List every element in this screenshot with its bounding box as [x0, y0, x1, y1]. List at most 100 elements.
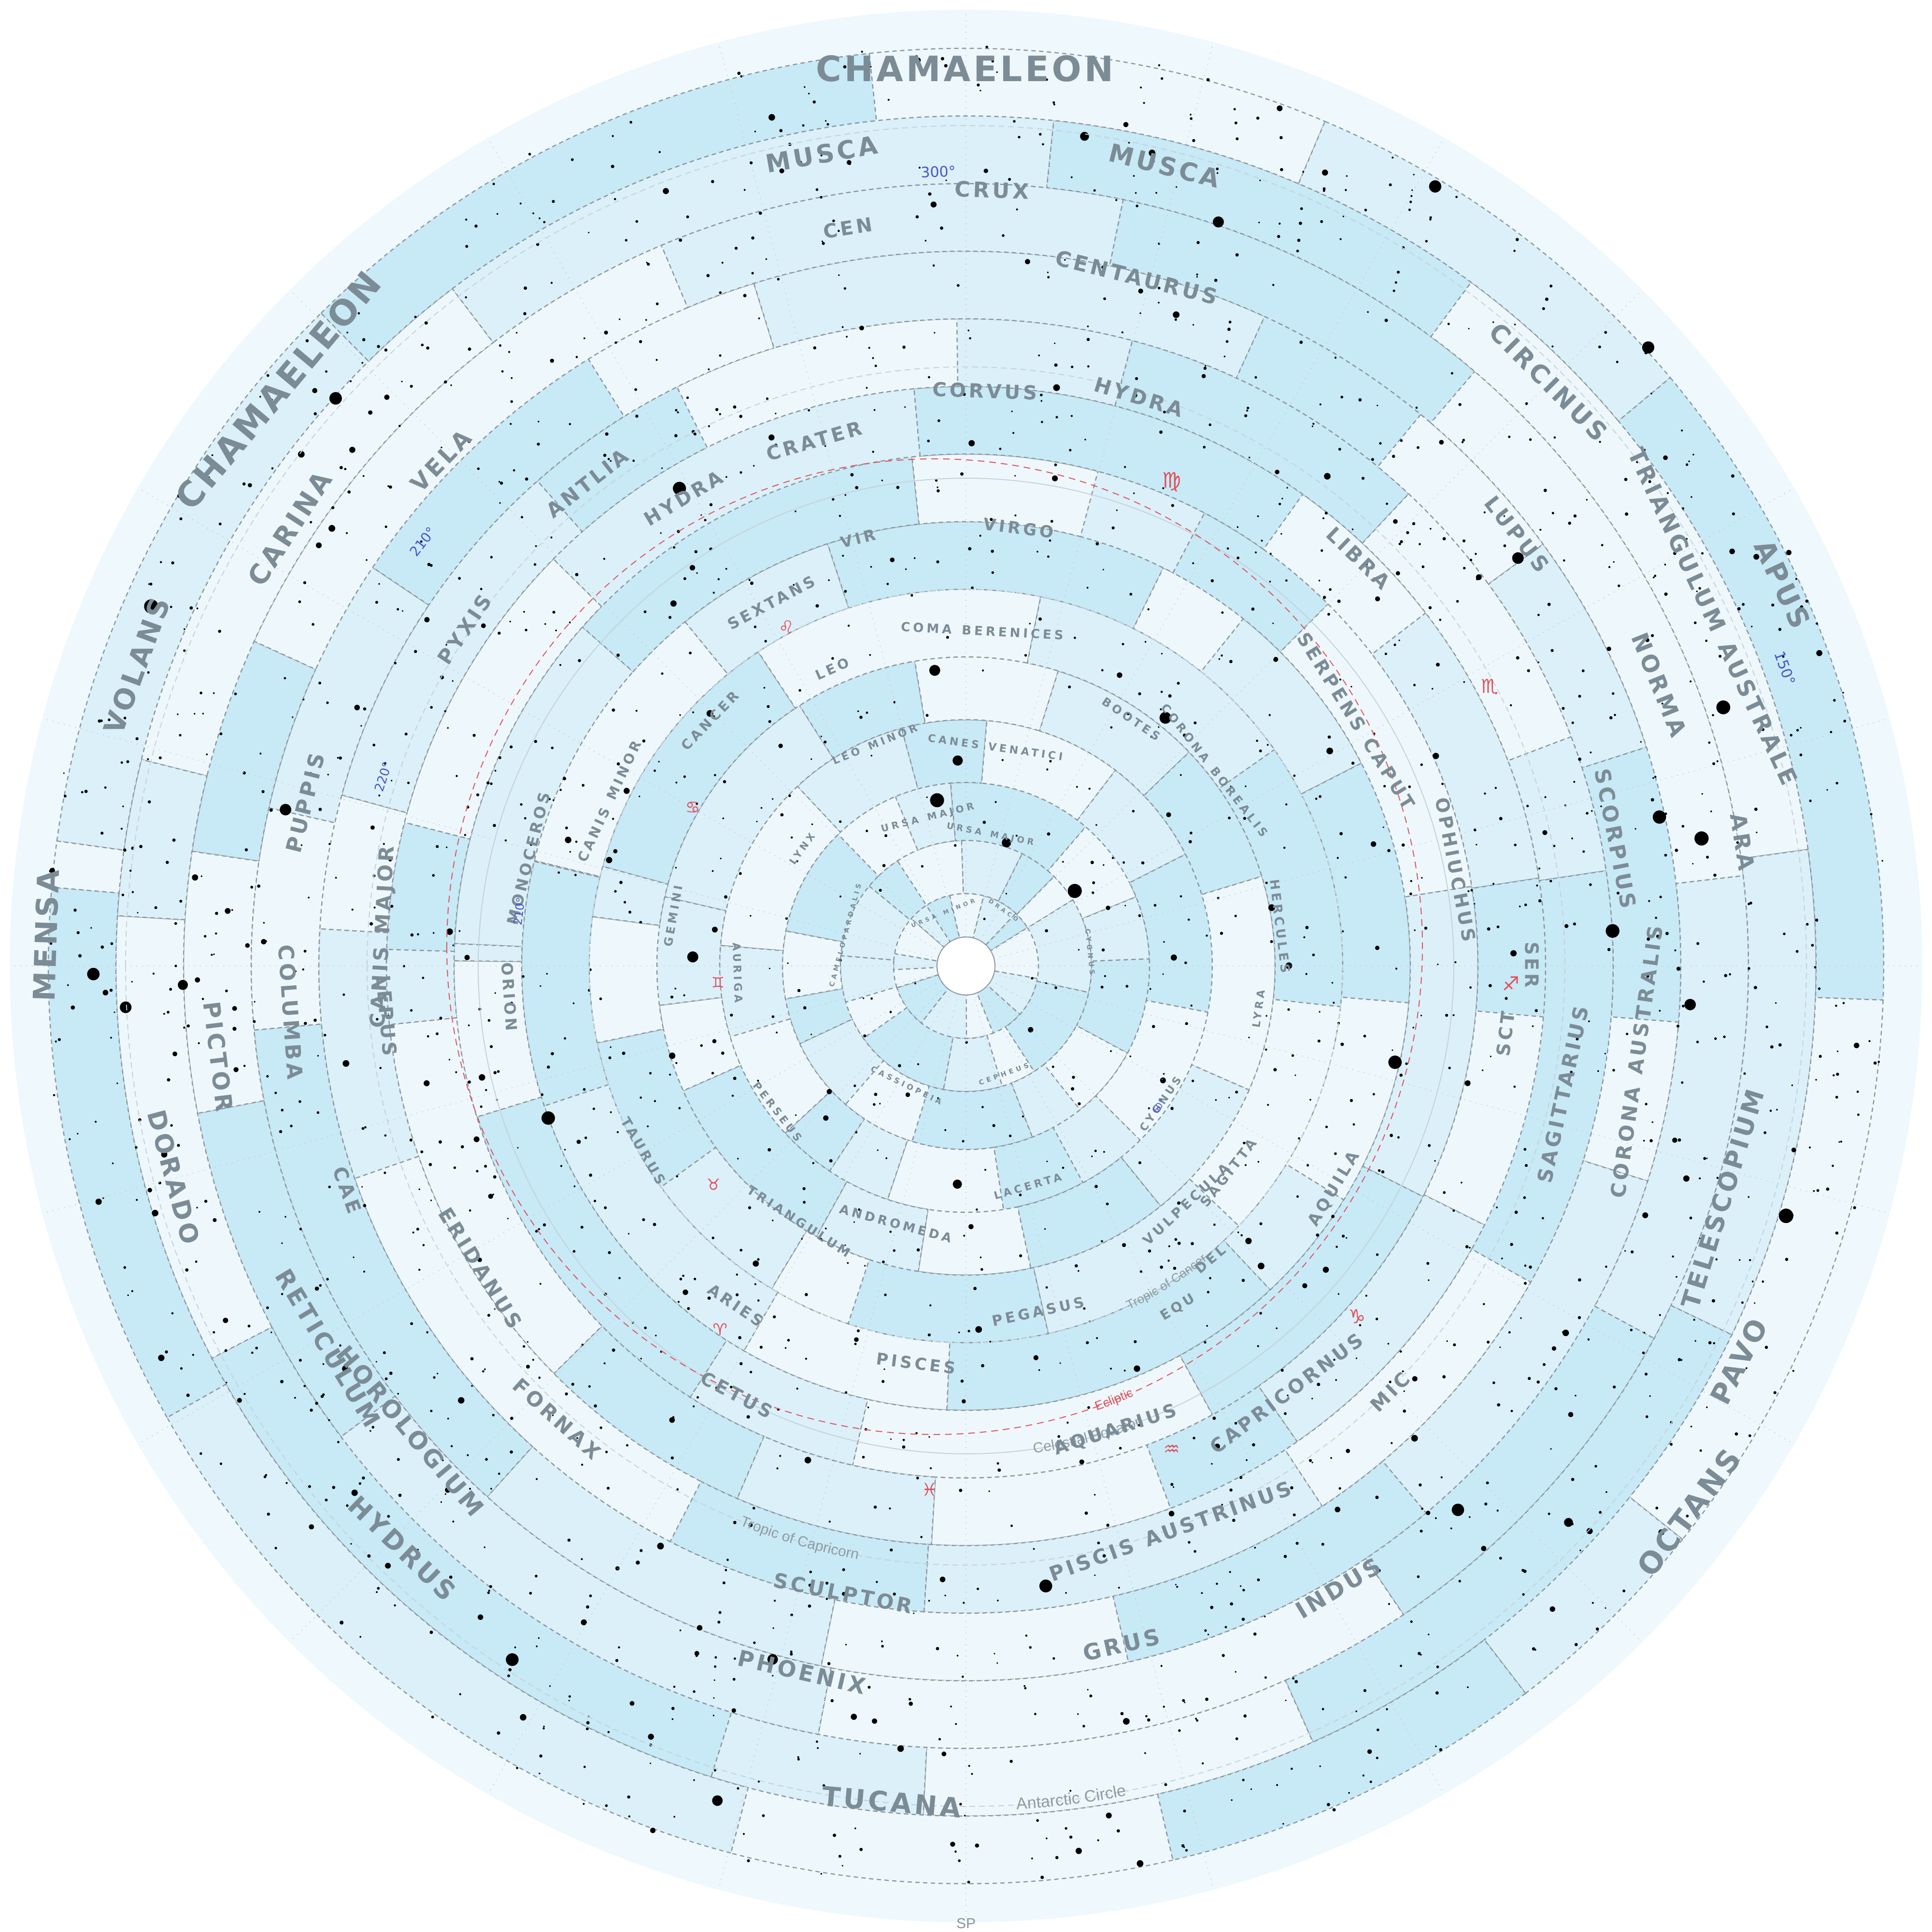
- star: [309, 772, 313, 775]
- star: [1268, 904, 1275, 911]
- star: [1748, 1434, 1751, 1437]
- star: [509, 621, 511, 623]
- star: [1076, 786, 1078, 788]
- star: [167, 1010, 170, 1014]
- star: [81, 791, 84, 794]
- star: [618, 1646, 620, 1648]
- star: [284, 1216, 286, 1218]
- star: [1456, 600, 1459, 603]
- star: [963, 393, 966, 396]
- star: [1408, 208, 1411, 211]
- star: [1383, 785, 1386, 788]
- star: [1596, 1627, 1599, 1631]
- star: [476, 793, 480, 796]
- constellation-boundary: [341, 480, 583, 814]
- star: [1389, 183, 1392, 186]
- star: [1050, 520, 1053, 523]
- star: [1708, 1341, 1712, 1345]
- star: [127, 1294, 129, 1296]
- star: [1505, 997, 1508, 1000]
- star: [605, 432, 609, 436]
- star: [437, 1373, 439, 1375]
- star: [719, 413, 722, 415]
- star: [934, 332, 936, 334]
- star: [1255, 551, 1257, 554]
- star: [1123, 1718, 1130, 1725]
- star: [384, 348, 388, 352]
- star: [1069, 1835, 1073, 1839]
- star: [1577, 1316, 1581, 1320]
- star: [1327, 735, 1331, 739]
- star: [1734, 1432, 1738, 1436]
- star: [858, 1208, 861, 1211]
- star: [510, 1001, 513, 1004]
- star: [370, 825, 375, 830]
- star: [721, 261, 724, 264]
- star: [1193, 324, 1194, 326]
- star: [1086, 1341, 1089, 1344]
- star: [1666, 492, 1669, 495]
- star: [1545, 298, 1548, 301]
- constellation-boundary: [931, 1444, 1172, 1547]
- star: [927, 1333, 931, 1336]
- star: [1645, 1103, 1648, 1106]
- star: [388, 858, 392, 862]
- star: [282, 992, 284, 994]
- star: [1406, 531, 1409, 534]
- star: [110, 942, 114, 945]
- ra-grid-line: [980, 137, 1445, 941]
- star: [524, 286, 527, 290]
- star: [1868, 1040, 1871, 1042]
- star: [452, 1520, 455, 1523]
- star: [861, 50, 863, 53]
- star: [1523, 1148, 1527, 1151]
- star: [990, 518, 993, 521]
- star: [1773, 1391, 1776, 1394]
- star: [772, 1675, 774, 1676]
- star: [603, 1362, 606, 1364]
- star: [996, 1462, 999, 1465]
- star: [523, 611, 525, 613]
- star: [529, 843, 533, 846]
- star: [779, 1455, 781, 1457]
- star: [833, 1833, 837, 1837]
- star: [557, 871, 560, 874]
- star: [810, 1666, 811, 1668]
- star: [244, 848, 248, 852]
- star: [534, 563, 537, 566]
- star: [655, 1335, 657, 1336]
- star: [1144, 641, 1147, 643]
- star: [584, 1136, 587, 1139]
- star: [315, 1402, 318, 1405]
- star: [342, 1365, 349, 1372]
- star: [1607, 948, 1611, 952]
- star: [398, 425, 401, 427]
- constellation-boundary: [1076, 958, 1151, 1054]
- star: [177, 494, 182, 498]
- star: [497, 213, 498, 215]
- star: [1031, 1857, 1033, 1860]
- star: [1618, 584, 1620, 587]
- star: [975, 1326, 982, 1333]
- star: [1216, 167, 1219, 170]
- star: [539, 1773, 540, 1775]
- star: [608, 1056, 611, 1059]
- star: [536, 1478, 538, 1480]
- star: [679, 238, 682, 242]
- star: [526, 1341, 529, 1343]
- star: [1391, 1442, 1393, 1444]
- star: [1881, 860, 1883, 862]
- star: [1210, 579, 1214, 582]
- star: [937, 419, 940, 422]
- star: [540, 985, 541, 987]
- star: [1228, 320, 1232, 324]
- star: [1655, 917, 1657, 919]
- star: [722, 1581, 725, 1585]
- star: [436, 845, 439, 848]
- star: [1516, 656, 1520, 660]
- star: [796, 1387, 798, 1390]
- star: [1184, 961, 1187, 965]
- star: [904, 406, 906, 408]
- star: [1408, 785, 1411, 788]
- star: [499, 344, 502, 347]
